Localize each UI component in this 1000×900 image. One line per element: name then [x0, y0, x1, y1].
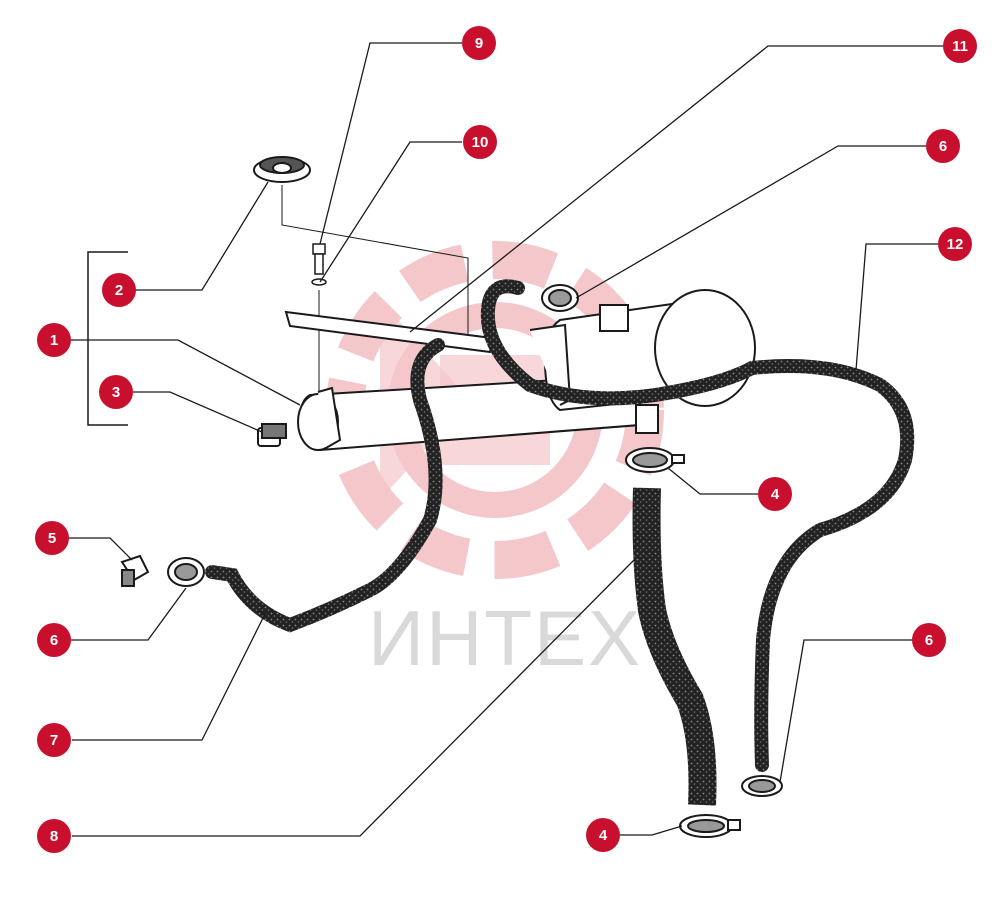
callout-6c: 6: [912, 623, 946, 657]
clamp-bottom-right: [741, 775, 783, 797]
washer: [311, 278, 327, 286]
callout-6a: 6: [926, 129, 960, 163]
leader-lines: [68, 42, 944, 837]
leader-1: [70, 339, 301, 406]
leader-9: [319, 42, 462, 245]
callout-6a-label: 6: [939, 138, 947, 155]
leader-5: [68, 537, 133, 561]
callout-8-label: 8: [50, 828, 58, 845]
assembly-guide-line: [281, 185, 469, 340]
group-bracket: [87, 251, 128, 426]
leader-3: [132, 391, 263, 433]
callout-6b-label: 6: [50, 632, 58, 649]
cap-nut: [253, 156, 311, 183]
clamp-left: [167, 557, 205, 587]
callout-3-label: 3: [112, 384, 120, 401]
drain-plug: [257, 423, 287, 447]
callout-6b: 6: [37, 623, 71, 657]
hose-7: [205, 338, 445, 633]
callout-12-label: 12: [947, 236, 964, 253]
leader-6b: [70, 587, 187, 641]
callout-4a-label: 4: [771, 486, 780, 503]
leader-11: [409, 45, 944, 333]
callout-3: 3: [99, 375, 133, 409]
hose-8: [632, 487, 717, 806]
callout-9: 9: [462, 26, 496, 60]
watermark-text: ИНТЕХ: [368, 594, 642, 682]
callout-12: 12: [938, 227, 972, 261]
callout-6c-label: 6: [925, 632, 933, 649]
callout-5-label: 5: [48, 530, 56, 547]
leader-6c: [779, 639, 912, 783]
clamp-bottom: [679, 814, 741, 838]
leader-2: [135, 181, 269, 291]
callout-4b: 4: [586, 818, 620, 852]
callout-11: 11: [943, 29, 977, 63]
elbow-fitting: [120, 554, 150, 587]
leader-10: [319, 141, 462, 283]
leader-8: [72, 559, 635, 837]
callout-9-label: 9: [475, 35, 483, 52]
callout-10-label: 10: [472, 134, 489, 151]
callout-5: 5: [35, 521, 69, 555]
bolt: [312, 243, 326, 275]
callout-7: 7: [37, 723, 71, 757]
leader-4b: [618, 825, 683, 836]
clamp-top-right: [541, 284, 579, 312]
clamp-upper-middle: [625, 447, 685, 473]
callout-1: 1: [37, 323, 71, 357]
hose-11: [480, 279, 759, 406]
callout-1-label: 1: [50, 332, 58, 349]
leader-7: [72, 611, 267, 741]
callout-4a: 4: [758, 477, 792, 511]
callout-2-label: 2: [115, 282, 123, 299]
hose-12: [745, 359, 915, 772]
callout-7-label: 7: [50, 732, 58, 749]
callout-8: 8: [37, 819, 71, 853]
callout-4b-label: 4: [599, 827, 608, 844]
callout-11-label: 11: [952, 38, 968, 55]
leader-6a: [575, 145, 926, 299]
callout-10: 10: [463, 125, 497, 159]
leader-12: [855, 243, 938, 371]
callout-2: 2: [102, 273, 136, 307]
leader-4a: [667, 467, 758, 495]
